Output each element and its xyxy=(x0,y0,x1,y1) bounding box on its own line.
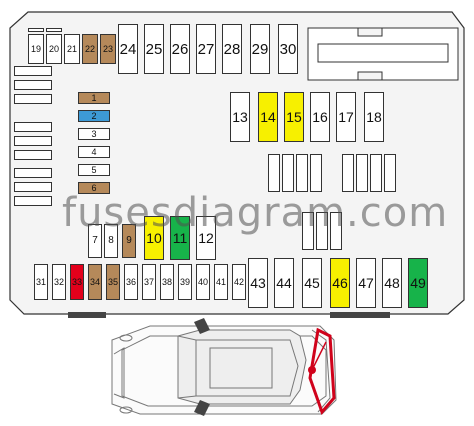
fuse-8: 8 xyxy=(104,224,118,258)
relay-block-notch xyxy=(357,71,383,81)
fuse-10: 10 xyxy=(144,216,164,260)
relay-block-inner xyxy=(317,43,449,63)
empty-slot xyxy=(14,94,52,104)
fuse-46: 46 xyxy=(330,258,350,308)
empty-slot xyxy=(14,122,52,132)
fuse-6: 6 xyxy=(78,182,110,194)
empty-slot xyxy=(14,168,52,178)
fuse-26: 26 xyxy=(170,24,190,74)
fuse-24: 24 xyxy=(118,24,138,74)
fuse-47: 47 xyxy=(356,258,376,308)
fuse-25: 25 xyxy=(144,24,164,74)
fuse-5: 5 xyxy=(78,164,110,176)
mounting-tab xyxy=(330,312,390,318)
fuse-32: 32 xyxy=(52,264,66,300)
fuse-23: 23 xyxy=(100,34,116,64)
empty-slot xyxy=(14,182,52,192)
fuse-48: 48 xyxy=(382,258,402,308)
fuse-27: 27 xyxy=(196,24,216,74)
fuse-29: 29 xyxy=(250,24,270,74)
empty-slot xyxy=(342,154,354,192)
fuse-15: 15 xyxy=(284,92,304,142)
fuse-box-location-marker xyxy=(308,327,336,415)
fuse-43: 43 xyxy=(248,258,268,308)
empty-slot xyxy=(14,150,52,160)
empty-slot xyxy=(370,154,382,192)
fuse-31: 31 xyxy=(34,264,48,300)
fuse-30: 30 xyxy=(278,24,298,74)
empty-slot xyxy=(310,154,322,192)
fuse-1: 1 xyxy=(78,92,110,104)
empty-slot xyxy=(330,212,342,250)
fuse-42: 42 xyxy=(232,264,246,300)
fuse-7: 7 xyxy=(88,224,102,258)
fuse-2: 2 xyxy=(78,110,110,122)
fuse-44: 44 xyxy=(274,258,294,308)
empty-slot xyxy=(14,66,52,76)
empty-slot xyxy=(316,212,328,250)
empty-slot xyxy=(28,28,44,32)
fuse-22: 22 xyxy=(82,34,98,64)
fuse-28: 28 xyxy=(222,24,242,74)
mounting-tab xyxy=(68,312,106,318)
empty-slot xyxy=(302,212,314,250)
empty-slot xyxy=(282,154,294,192)
fuse-34: 34 xyxy=(88,264,102,300)
fuse-18: 18 xyxy=(364,92,384,142)
fuse-11: 11 xyxy=(170,216,190,260)
fuse-40: 40 xyxy=(196,264,210,300)
fuse-3: 3 xyxy=(78,128,110,140)
empty-slot xyxy=(356,154,368,192)
empty-slot xyxy=(14,136,52,146)
fuse-21: 21 xyxy=(64,34,80,64)
empty-slot xyxy=(14,196,52,206)
vehicle-mirror xyxy=(194,318,210,416)
fuse-41: 41 xyxy=(214,264,228,300)
fuse-12: 12 xyxy=(196,216,216,260)
empty-slot xyxy=(268,154,280,192)
fuse-45: 45 xyxy=(302,258,322,308)
fuse-19: 19 xyxy=(28,34,44,64)
fuse-16: 16 xyxy=(310,92,330,142)
fuse-37: 37 xyxy=(142,264,156,300)
fuse-9: 9 xyxy=(122,224,136,258)
fuse-49: 49 xyxy=(408,258,428,308)
fuse-17: 17 xyxy=(336,92,356,142)
fuse-39: 39 xyxy=(178,264,192,300)
fuse-4: 4 xyxy=(78,146,110,158)
empty-slot xyxy=(384,154,396,192)
empty-slot xyxy=(46,28,62,32)
empty-slot xyxy=(296,154,308,192)
fuse-38: 38 xyxy=(160,264,174,300)
fuse-14: 14 xyxy=(258,92,278,142)
vehicle-outline xyxy=(111,325,337,415)
fuse-33: 33 xyxy=(70,264,84,300)
fuse-36: 36 xyxy=(124,264,138,300)
fuse-35: 35 xyxy=(106,264,120,300)
empty-slot xyxy=(14,80,52,90)
fuse-20: 20 xyxy=(46,34,62,64)
fuse-13: 13 xyxy=(230,92,250,142)
relay-block-notch xyxy=(357,27,383,37)
